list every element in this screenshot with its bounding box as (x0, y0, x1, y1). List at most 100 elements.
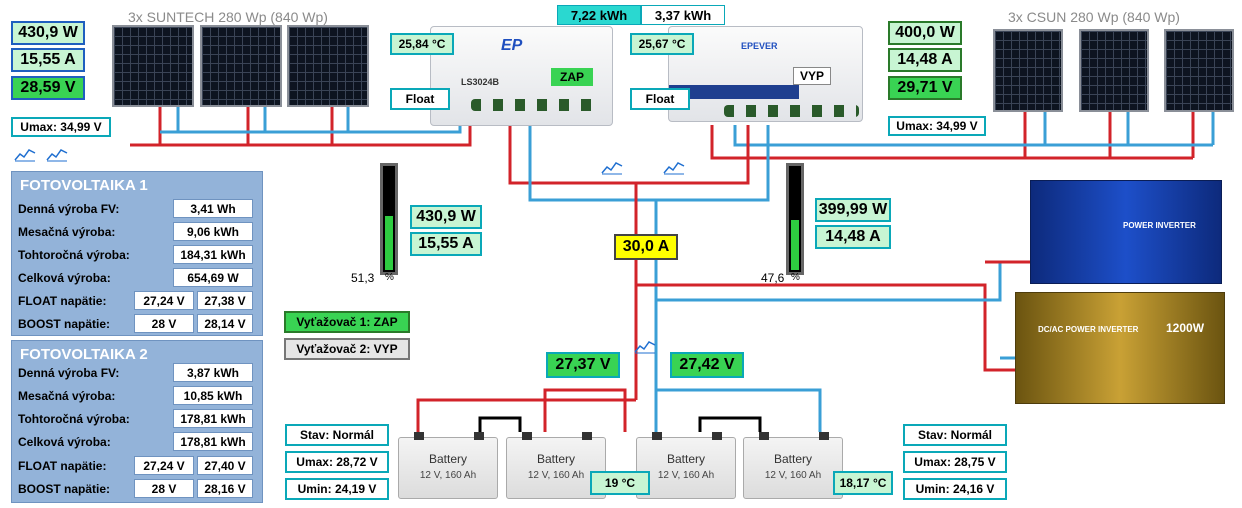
battery-spec: 12 V, 160 Ah (527, 470, 585, 481)
controller-right-brand: EPEVER (741, 41, 778, 51)
fv2-row-value: 10,85 kWh (173, 386, 253, 405)
solar-panel-right-3 (1164, 29, 1234, 112)
fv2-row-label: Celková výroba: (18, 435, 111, 449)
fv1-float-label: FLOAT napätie: (18, 294, 107, 308)
battery-terminal (819, 432, 829, 440)
fv1-float-value-a: 27,24 V (134, 291, 194, 310)
fv1-row-label: Celková výroba: (18, 271, 111, 285)
battery-spec: 12 V, 160 Ah (764, 470, 822, 481)
battery-terminal (759, 432, 769, 440)
battery-spec: 12 V, 160 Ah (419, 470, 477, 481)
energy-left-kwh: 7,22 kWh (557, 5, 641, 25)
battery-terminal (414, 432, 424, 440)
controller-right-state: VYP (793, 67, 831, 85)
gauge-left-unit: % (385, 272, 394, 283)
fv2-row-value: 178,81 kWh (173, 432, 253, 451)
fotovoltaika-1-title: FOTOVOLTAIKA 1 (20, 177, 148, 194)
gauge-left-fill (385, 215, 393, 270)
battery-label: Battery (536, 452, 575, 466)
battery-left-temp: 19 °C (590, 471, 650, 495)
controller-right-mode: Float (630, 88, 690, 110)
array-right-current: 14,48 A (888, 48, 962, 72)
gauge-left-power: 430,9 W (410, 205, 482, 229)
fv2-row-label: Tohtoročná výroba: (18, 412, 130, 426)
gauge-right-fill (791, 219, 799, 270)
controller-left-model: LS3024B (461, 77, 500, 87)
bus-voltage-right: 27,42 V (670, 352, 744, 378)
battery-label: Battery (773, 452, 812, 466)
bus-voltage-left: 27,37 V (546, 352, 620, 378)
array-left-current: 15,55 A (11, 48, 85, 72)
solar-panel-left-2 (200, 25, 282, 107)
battery-left-umax: Umax: 28,72 V (285, 451, 389, 473)
fv1-boost-value-b: 28,14 V (197, 314, 253, 333)
battery-3: Battery 12 V, 160 Ah (636, 432, 736, 499)
battery-4: Battery 12 V, 160 Ah (743, 432, 843, 499)
fotovoltaika-1-panel: FOTOVOLTAIKA 1 Denná výroba FV: 3,41 Wh … (11, 171, 263, 336)
controller-right-temp: 25,67 °C (630, 33, 694, 55)
controller-left-temp: 25,84 °C (390, 33, 454, 55)
array-right-umax: Umax: 34,99 V (888, 116, 986, 136)
gauge-right-unit: % (791, 272, 800, 283)
trend-chart-icon-5[interactable] (634, 338, 656, 354)
gauge-right (786, 163, 804, 275)
battery-terminal (522, 432, 532, 440)
battery-left-umin: Umin: 24,19 V (285, 478, 389, 500)
gauge-left (380, 163, 398, 275)
fv1-row-label: Denná výroba FV: (18, 202, 120, 216)
fv1-boost-value-a: 28 V (134, 314, 194, 333)
gauge-right-percent: 47,6 (761, 271, 785, 285)
fotovoltaika-2-title: FOTOVOLTAIKA 2 (20, 346, 148, 363)
array-left-voltage: 28,59 V (11, 76, 85, 100)
array-left-title: 3x SUNTECH 280 Wp (840 Wp) (128, 9, 328, 25)
trend-chart-icon-3[interactable] (601, 159, 623, 175)
load-1-toggle[interactable]: Vyťažovač 1: ZAP (284, 311, 410, 333)
battery-terminal (582, 432, 592, 440)
battery-right-stav: Stav: Normál (903, 424, 1007, 446)
fv2-float-value-b: 27,40 V (197, 456, 253, 475)
inverter-bottom-watts: 1200W (1166, 321, 1205, 335)
fv2-row-value: 178,81 kWh (173, 409, 253, 428)
array-right-power: 400,0 W (888, 21, 962, 45)
fv2-row-value: 3,87 kWh (173, 363, 253, 382)
fv2-row-label: Denná výroba FV: (18, 366, 120, 380)
trend-chart-icon-1[interactable] (14, 146, 36, 162)
fv1-row-value: 654,69 W (173, 268, 253, 287)
gauge-right-power: 399,99 W (815, 198, 891, 222)
array-right-title: 3x CSUN 280 Wp (840 Wp) (1008, 9, 1180, 25)
battery-terminal (712, 432, 722, 440)
solar-panel-right-2 (1079, 29, 1149, 112)
load-2-toggle[interactable]: Vyťažovač 2: VYP (284, 338, 410, 360)
charge-controller-right: EPEVER (668, 26, 863, 122)
controller-left-mode: Float (390, 88, 450, 110)
power-inverter-top: POWER INVERTER (1030, 180, 1222, 284)
controller-left-terminals (471, 99, 601, 111)
battery-1: Battery 12 V, 160 Ah (398, 432, 498, 499)
controller-left-logo: EP (501, 37, 523, 54)
power-inverter-bottom: DC/AC POWER INVERTER 1200W (1015, 292, 1225, 404)
gauge-left-current: 15,55 A (410, 232, 482, 256)
fv1-row-value: 9,06 kWh (173, 222, 253, 241)
trend-chart-icon-4[interactable] (663, 159, 685, 175)
solar-panel-left-3 (287, 25, 369, 107)
energy-right-kwh: 3,37 kWh (641, 5, 725, 25)
battery-right-umax: Umax: 28,75 V (903, 451, 1007, 473)
fv1-boost-label: BOOST napätie: (18, 317, 111, 331)
battery-spec: 12 V, 160 Ah (657, 470, 715, 481)
bus-current: 30,0 A (614, 234, 678, 260)
fv1-row-value: 184,31 kWh (173, 245, 253, 264)
fv1-row-label: Mesačná výroba: (18, 225, 116, 239)
fv1-float-value-b: 27,38 V (197, 291, 253, 310)
solar-panel-left-1 (112, 25, 194, 107)
fotovoltaika-2-panel: FOTOVOLTAIKA 2 Denná výroba FV: 3,87 kWh… (11, 340, 263, 503)
controller-right-strip (669, 85, 799, 99)
battery-2: Battery 12 V, 160 Ah (506, 432, 606, 499)
battery-right-temp: 18,17 °C (833, 471, 893, 495)
trend-chart-icon-2[interactable] (46, 146, 68, 162)
controller-left-state: ZAP (551, 68, 593, 86)
battery-terminal (474, 432, 484, 440)
battery-label: Battery (428, 452, 467, 466)
fv2-float-label: FLOAT napätie: (18, 459, 107, 473)
fv2-boost-label: BOOST napätie: (18, 482, 111, 496)
